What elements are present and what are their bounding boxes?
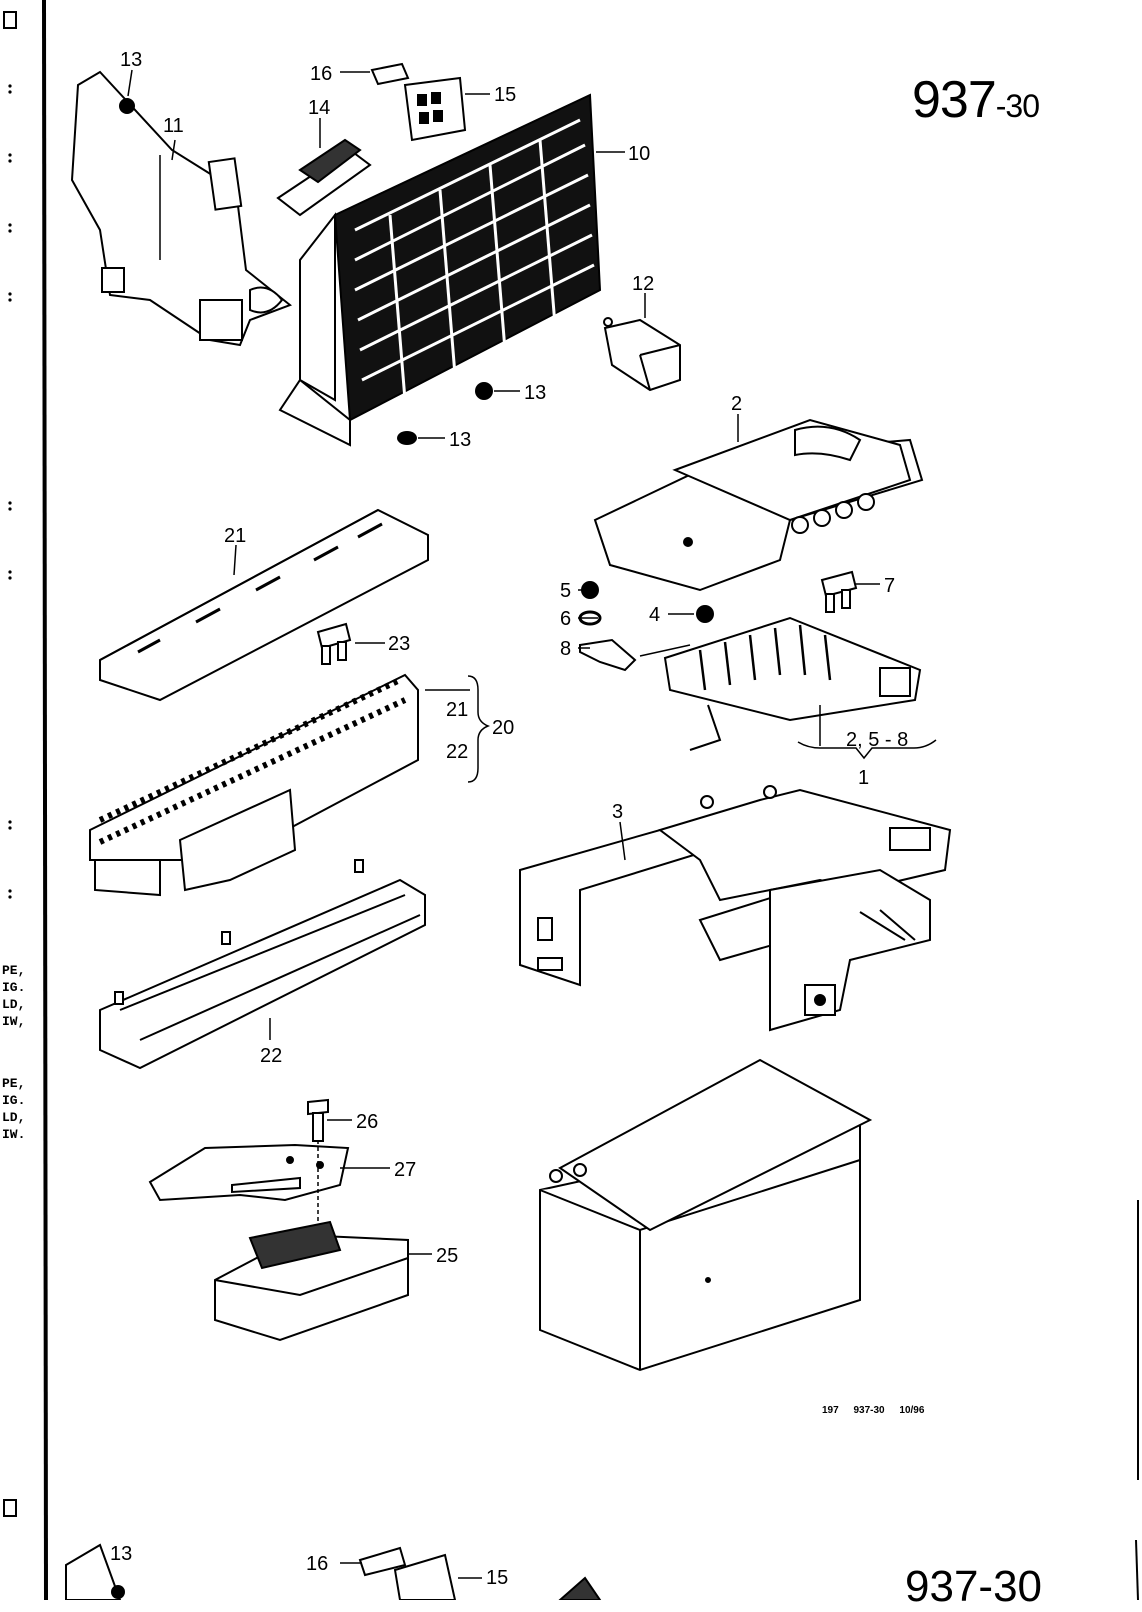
callout-20: 20 [492,717,514,739]
callout-1: 1 [858,767,869,789]
part-8-terminal [579,638,637,672]
part-21-cover [99,508,429,702]
callout-10: 10 [628,143,650,165]
callout-21: 21 [224,525,246,547]
part-16-plug [370,62,410,86]
part-2-cover [593,418,924,592]
callout-5: 5 [560,580,571,602]
callout-26: 26 [356,1111,378,1133]
margin-fragment-group-1: PE, IG. LD, IW, [2,963,26,1029]
callout-21-group: 21 [446,699,468,721]
next-callout-16: 16 [306,1553,328,1575]
part-13-nut-c [397,431,417,445]
next-callout-13: 13 [110,1543,132,1565]
part-4-nut [696,605,714,623]
callout-13-low: 13 [449,429,471,451]
corner-box-bottom [3,1499,17,1517]
callout-14: 14 [308,97,330,119]
binding-line-left [42,0,48,1600]
callout-7: 7 [884,575,895,597]
part-1-fuse-tray [663,616,922,751]
callout-16: 16 [310,63,332,85]
part-27-plate [148,1143,350,1202]
part-23-fuse [316,622,352,665]
part-3-bracket [519,785,952,1032]
callout-22-group: 22 [446,741,468,763]
callout-13-mid: 13 [524,382,546,404]
callout-25: 25 [436,1245,458,1267]
part-20-fuse-holder [89,673,419,897]
part-15-relay [403,76,467,142]
callout-8: 8 [560,638,571,660]
next-page-fragment: 13 16 15 [65,1543,602,1600]
part-10-relay-board [278,93,602,447]
part-26-bolt [307,1098,329,1240]
part-13-nut-b [475,382,493,400]
callout-2-5-8: 2, 5 - 8 [846,729,908,751]
part-14-connector [276,138,372,217]
callout-15: 15 [494,84,516,106]
next-page-number: 937-30 [905,1562,1043,1611]
callout-labels: 13 11 16 14 15 10 12 13 13 2 21 5 6 8 4 … [120,49,908,1267]
callout-27: 27 [394,1159,416,1181]
leader-lines [127,69,937,1255]
part-12-relay [603,317,681,392]
page-footer: 197 937-30 10/96 [822,1405,925,1416]
page-number: 937-30 [912,71,1040,129]
part-25-relay [214,1220,409,1342]
callout-13-top: 13 [120,49,142,71]
part-7-fuse [820,570,858,613]
callout-3: 3 [612,801,623,823]
part-22-channel [99,859,426,1070]
callout-6: 6 [560,608,571,630]
callout-12: 12 [632,273,654,295]
next-callout-15: 15 [486,1567,508,1589]
callout-4: 4 [649,604,660,626]
callout-23: 23 [388,633,410,655]
corner-box-top [3,11,17,29]
margin-fragment-group-2: PE, IG. LD, IW. [2,1076,26,1142]
part-11-bracket [70,70,293,347]
callout-22: 22 [260,1045,282,1067]
part-13-nut-a [119,98,135,114]
callout-11: 11 [163,115,184,137]
battery [539,1058,873,1372]
callout-2: 2 [731,393,742,415]
